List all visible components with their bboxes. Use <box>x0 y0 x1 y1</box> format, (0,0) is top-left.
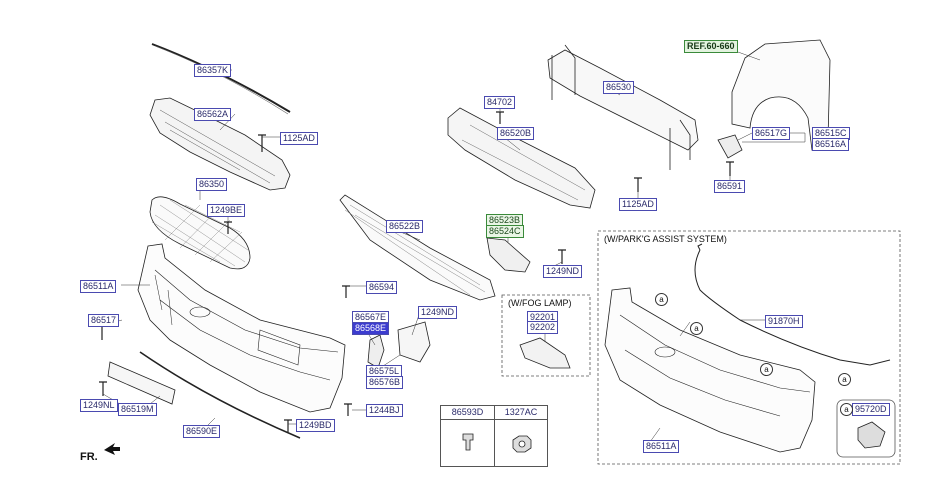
bolt-1125ad-right <box>634 177 642 192</box>
fog-lamp-cover <box>519 337 571 369</box>
clip-86593d-icon <box>462 433 474 451</box>
clip-1249bd <box>284 419 292 432</box>
energy-absorber <box>447 107 596 209</box>
bolt-1244bj <box>344 403 352 416</box>
part-label-86350: 86350 <box>196 178 228 191</box>
lower-lip <box>139 351 301 439</box>
front-indicator: FR. <box>80 451 98 463</box>
fastener-col-1327ac: 1327AC <box>495 406 547 420</box>
part-label-92202: 92202 <box>527 321 559 334</box>
callout-a-3: a <box>760 363 773 376</box>
part-label-86520b: 86520B <box>497 127 535 140</box>
sensor-harness <box>694 249 891 366</box>
part-label-86590e: 86590E <box>183 425 221 438</box>
note-fog-lamp: (W/FOG LAMP) <box>508 298 572 308</box>
clip-86594 <box>342 285 350 298</box>
part-label-86357k: 86357K <box>194 64 232 77</box>
front-arrow-icon <box>104 443 120 455</box>
fog-cover-left <box>367 334 385 369</box>
part-label-86517: 86517 <box>88 314 120 327</box>
part-label-86522b: 86522B <box>386 220 424 233</box>
lower-grille <box>339 194 496 301</box>
sensor-callout-box <box>836 399 896 458</box>
part-label-86511a: 86511A <box>80 280 117 293</box>
part-label-86594: 86594 <box>366 281 398 294</box>
side-grille <box>486 237 531 273</box>
part-label-86530: 86530 <box>603 81 635 94</box>
park-assist-box <box>597 230 901 465</box>
bolt-86517 <box>98 325 106 340</box>
part-label-86524c: 86524C <box>486 225 524 238</box>
license-bracket <box>107 361 176 405</box>
part-label-91870h: 91870H <box>765 315 803 328</box>
callout-a-2: a <box>690 322 703 335</box>
part-label-1249be: 1249BE <box>207 204 246 217</box>
bolt-1125ad-left <box>258 134 266 152</box>
fog-lamp-box <box>501 294 591 377</box>
bolt-1249nl <box>99 381 107 396</box>
part-label-86562a: 86562A <box>194 108 232 121</box>
callout-a-1: a <box>655 293 668 306</box>
part-label-1125ad: 1125AD <box>280 132 318 145</box>
part-label-86519m: 86519M <box>118 403 157 416</box>
callout-a-5: a <box>840 403 853 416</box>
part-label-86568e: 86568E <box>352 322 390 335</box>
part-label-1125ad-right: 1125AD <box>619 198 657 211</box>
fender-bracket <box>717 134 743 159</box>
part-label-86576b: 86576B <box>366 376 404 389</box>
part-label-86591: 86591 <box>714 180 746 193</box>
part-label-1249bd: 1249BD <box>296 419 335 432</box>
note-park-assist: (W/PARK'G ASSIST SYSTEM) <box>604 234 727 244</box>
part-label-86516a: 86516A <box>812 138 850 151</box>
part-label-84702: 84702 <box>484 96 516 109</box>
callout-a-4: a <box>838 373 851 386</box>
fog-bracket <box>397 321 431 363</box>
bumper-cover-right <box>604 287 816 453</box>
part-label-95720d: 95720D <box>852 403 890 416</box>
fastener-icons <box>462 433 532 453</box>
parking-sensor <box>857 421 886 449</box>
bolt-86591 <box>726 161 734 176</box>
part-label-86517g: 86517G <box>752 127 791 140</box>
clip-84702 <box>496 111 504 124</box>
part-label-1244bj: 1244BJ <box>366 404 403 417</box>
part-label-1249nl: 1249NL <box>80 399 118 412</box>
part-label-1249nd-right: 1249ND <box>543 265 583 278</box>
bumper-beam <box>547 49 699 151</box>
bolt-1249nd-right <box>558 249 566 264</box>
part-label-86511a-right: 86511A <box>643 440 680 453</box>
fastener-table: 86593D 1327AC <box>440 405 548 467</box>
ref-label-60-660: REF.60-660 <box>684 40 738 53</box>
fastener-divider <box>494 406 495 466</box>
part-label-1249nd: 1249ND <box>418 306 458 319</box>
